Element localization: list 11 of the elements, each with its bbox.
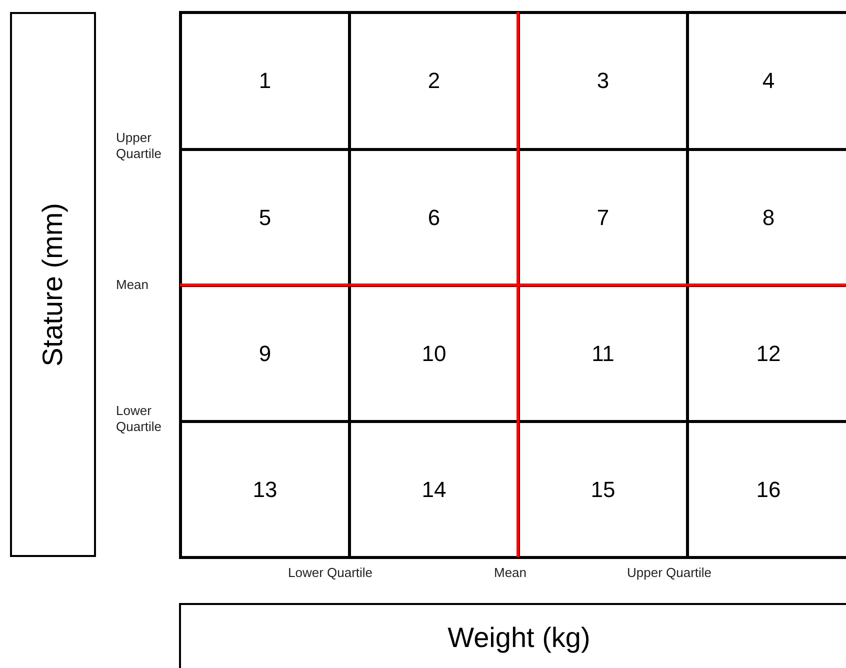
axis-tick-label: Upper Quartile [116, 130, 163, 162]
axis-title-box [10, 12, 96, 557]
axis-tick-label: Mean [494, 565, 527, 581]
grid-square: 13 [179, 420, 351, 559]
axis-tick-label: Upper Quartile [627, 565, 712, 581]
axis-tick-label: Lower Quartile [116, 403, 163, 435]
axis-title: Stature (mm) [37, 202, 69, 366]
axis-tick-label: Lower Quartile [288, 565, 373, 581]
axis-tick-label: Mean [116, 277, 149, 293]
grid-square: 1 [179, 11, 351, 151]
axis-title-box: Weight (kg) [179, 603, 846, 668]
